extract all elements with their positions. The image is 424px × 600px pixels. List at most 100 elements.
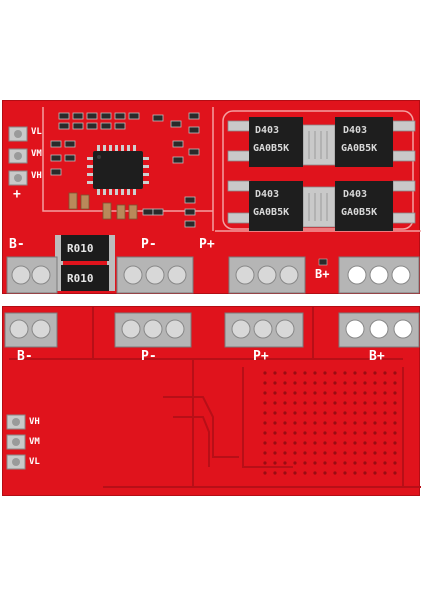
via [263,421,267,425]
via [383,381,387,385]
via [343,371,347,375]
via [343,381,347,385]
via [333,411,337,415]
via [343,411,347,415]
via [323,371,327,375]
via [393,441,397,445]
via [393,431,397,435]
via [383,461,387,465]
via [383,371,387,375]
via [323,381,327,385]
via-array [263,371,397,475]
via [303,421,307,425]
via [263,371,267,375]
via [293,471,297,475]
mosfet-3-line2: GA0B5K [253,207,290,218]
label-b-plus: B+ [315,267,330,281]
via [333,431,337,435]
via [393,391,397,395]
via [263,411,267,415]
mosfet-2-line1: D403 [343,125,368,136]
mosfet-1-line2: GA0B5K [253,143,290,154]
via [293,451,297,455]
control-ic [87,145,149,195]
via [283,371,287,375]
via [333,371,337,375]
via [263,391,267,395]
via [383,431,387,435]
mosfet-3-line1: D403 [255,189,280,200]
via [323,431,327,435]
via [313,401,317,405]
via [273,471,277,475]
bottom-board-artwork [4,307,421,488]
via [373,451,377,455]
via [263,381,267,385]
via [393,381,397,385]
via [343,431,347,435]
via [283,471,287,475]
via [303,461,307,465]
via [333,421,337,425]
via [313,381,317,385]
resistor-1-marking: R010 [67,242,94,255]
bottom-label-p-minus: P- [141,349,157,364]
via [263,431,267,435]
via [363,381,367,385]
via [313,421,317,425]
via [283,461,287,465]
via [313,391,317,395]
via [393,451,397,455]
via [343,421,347,425]
via [353,451,357,455]
label-b-minus: B- [9,237,25,252]
via [353,401,357,405]
via [263,441,267,445]
label-p-plus: P+ [199,237,215,252]
via [393,371,397,375]
bottom-label-vm: VM [29,437,40,447]
via [293,411,297,415]
via [333,401,337,405]
bottom-label-b-minus: B- [17,349,33,364]
via [333,391,337,395]
via [283,441,287,445]
mosfet-1-line1: D403 [255,125,280,136]
via [303,371,307,375]
via [373,391,377,395]
via [273,431,277,435]
via [353,371,357,375]
via [303,471,307,475]
label-vl: VL [31,127,42,137]
via [263,461,267,465]
via [353,381,357,385]
via [363,461,367,465]
via [273,411,277,415]
via [383,471,387,475]
via [273,451,277,455]
via [323,471,327,475]
via [263,401,267,405]
via [283,381,287,385]
via [363,431,367,435]
label-vh: VH [31,171,42,181]
via [303,381,307,385]
via [343,461,347,465]
via [383,451,387,455]
via [293,461,297,465]
via [273,371,277,375]
balance-pads [8,126,28,186]
via [383,391,387,395]
via [373,411,377,415]
via [313,461,317,465]
via [363,441,367,445]
bms-board-bottom-side: B- P- P+ B+ VH VM VL [2,306,421,496]
via [393,421,397,425]
via [353,431,357,435]
via [293,441,297,445]
via [283,391,287,395]
via [273,401,277,405]
label-plus: + [13,187,21,202]
via [293,371,297,375]
via [393,461,397,465]
